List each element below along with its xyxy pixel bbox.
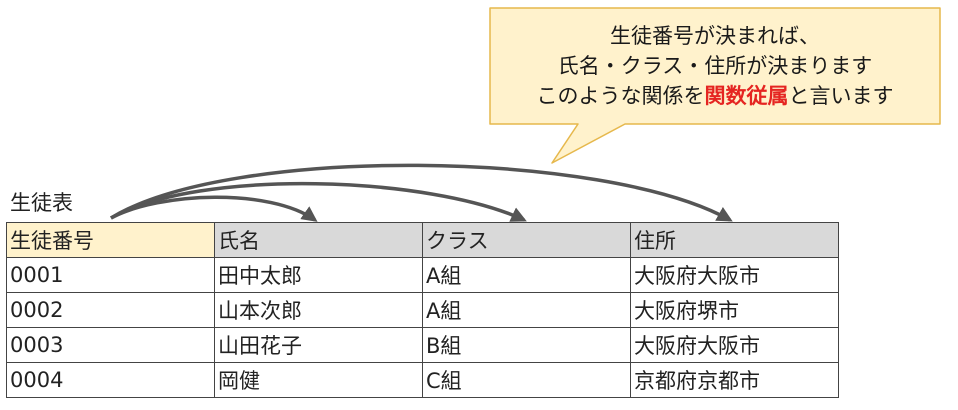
table-title: 生徒表 [10,191,73,215]
cell-student-number: 0003 [6,327,215,363]
cell-class: A組 [422,257,631,293]
table-row: 0002 山本次郎 A組 大阪府堺市 [6,292,839,328]
cell-class: B組 [422,327,631,363]
cell-name: 岡健 [214,362,423,398]
cell-name: 山本次郎 [214,292,423,328]
table-row: 0001 田中太郎 A組 大阪府大阪市 [6,257,839,293]
cell-address: 大阪府大阪市 [630,257,839,293]
cell-name: 山田花子 [214,327,423,363]
arrow-to-name [110,195,318,222]
cell-class: C組 [422,362,631,398]
callout-line-3-before: このような関係を [536,84,705,108]
cell-class: A組 [422,292,631,328]
table-row: 0004 岡健 C組 京都府京都市 [6,362,839,398]
cell-student-number: 0002 [6,292,215,328]
student-table: 生徒番号 氏名 クラス 住所 0001 田中太郎 A組 大阪府大阪市 0002 … [6,222,839,398]
cell-student-number: 0001 [6,257,215,293]
cell-address: 大阪府堺市 [630,292,839,328]
cell-address: 京都府京都市 [630,362,839,398]
table-row: 0003 山田花子 B組 大阪府大阪市 [6,327,839,363]
cell-student-number: 0004 [6,362,215,398]
callout-text: 生徒番号が決まれば、 氏名・クラス・住所が決まります このような関係を関数従属と… [490,8,940,124]
callout-line-2: 氏名・クラス・住所が決まります [557,54,873,78]
header-name: 氏名 [214,222,423,258]
cell-address: 大阪府大阪市 [630,327,839,363]
functional-dependency-term: 関数従属 [704,84,789,108]
arrow-to-address [110,163,733,222]
header-address: 住所 [630,222,839,258]
arrow-to-class [110,181,527,222]
header-class: クラス [422,222,631,258]
callout-line-3-after: と言います [788,84,894,108]
cell-name: 田中太郎 [214,257,423,293]
header-student-number: 生徒番号 [6,222,215,258]
callout-line-3: このような関係を関数従属と言います [537,81,894,111]
table-header-row: 生徒番号 氏名 クラス 住所 [6,222,839,258]
callout-line-1: 生徒番号が決まれば、 [610,24,820,48]
